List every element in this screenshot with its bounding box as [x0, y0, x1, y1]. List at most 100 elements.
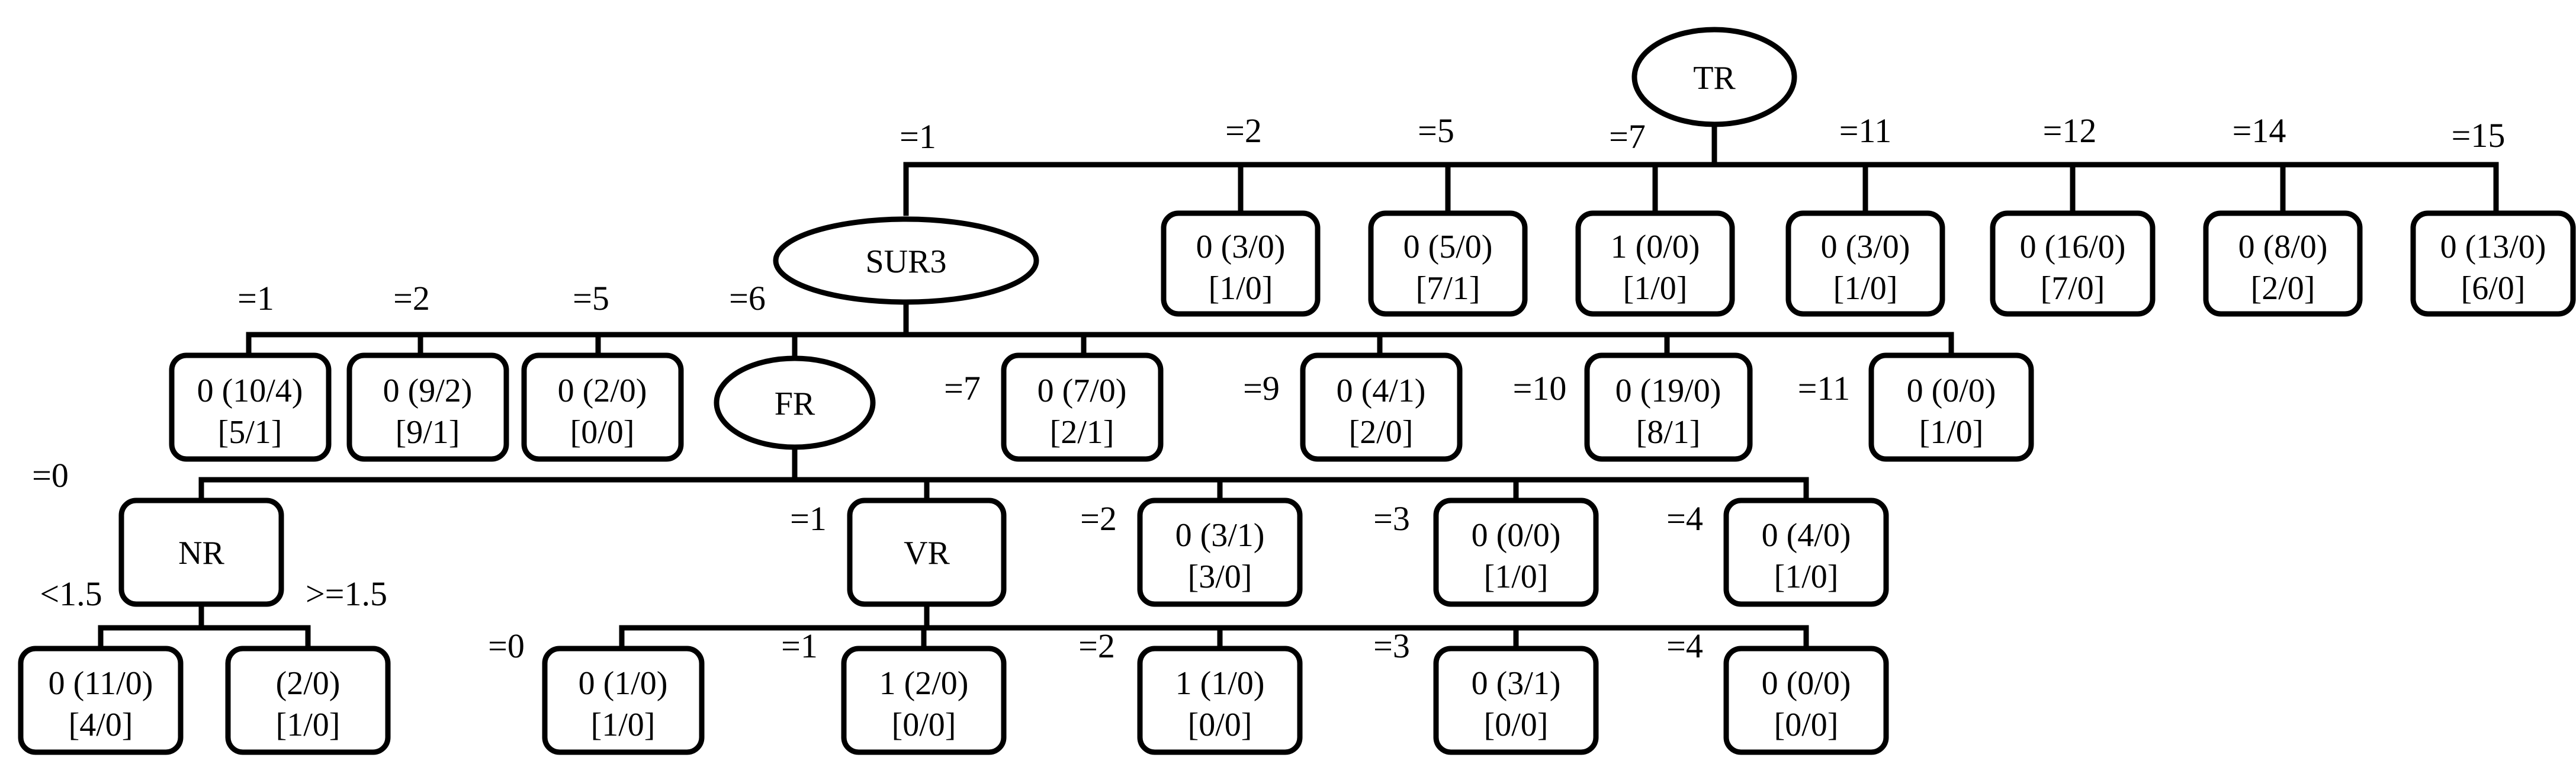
leaf-counts: 0 (3/1) [1175, 517, 1265, 554]
split-label-sur3: SUR3 [866, 243, 947, 280]
leaf-test-counts: [3/0] [1188, 559, 1252, 595]
leaf-counts: 0 (7/0) [1038, 373, 1127, 409]
leaf-sur3-10: 0 (19/0) [8/1] [1584, 352, 1753, 462]
edge-label-nr-ge: >=1.5 [306, 575, 387, 613]
leaf-test-counts: [1/0] [1833, 270, 1898, 307]
leaf-counts: 0 (1/0) [579, 665, 668, 702]
edge-label-tr-11: =11 [1839, 111, 1892, 150]
edge-label-fr-1: =1 [790, 499, 827, 538]
edge-labels: =1 =2 =5 =7 =11 =12 =14 =15 =1 =2 =5 =6 … [32, 111, 2505, 665]
leaf-counts: 0 (16/0) [2020, 229, 2126, 265]
edge-label-sur3-6: =6 [729, 279, 766, 317]
leaf-sur3-7: 0 (7/0) [2/1] [1001, 352, 1164, 462]
leaf-test-counts: [1/0] [1484, 559, 1549, 595]
leaf-test-counts: [0/0] [1774, 707, 1839, 743]
leaf-test-counts: [5/1] [218, 414, 282, 451]
leaf-test-counts: [1/0] [1919, 414, 1984, 451]
edge-label-sur3-7: =7 [944, 369, 981, 407]
leaf-vr-1: 1 (2/0) [0/0] [841, 646, 1007, 755]
edge-label-fr-2: =2 [1080, 499, 1117, 538]
leaf-test-counts: [1/0] [591, 707, 656, 743]
split-node-nr: NR [118, 498, 284, 607]
leaf-test-counts: [0/0] [892, 707, 956, 743]
leaf-counts: 0 (0/0) [1907, 373, 1996, 409]
leaf-counts: 0 (4/0) [1762, 517, 1851, 554]
leaf-tr-7: 1 (0/0) [1/0] [1575, 210, 1735, 317]
split-node-tr: TR [1631, 27, 1797, 127]
leaf-counts: 0 (3/1) [1472, 665, 1561, 702]
edge-label-fr-4: =4 [1666, 499, 1703, 538]
leaf-test-counts: [0/0] [1188, 707, 1252, 743]
leaf-counts: 0 (13/0) [2440, 229, 2546, 265]
leaf-fr-2: 0 (3/1) [3/0] [1137, 498, 1303, 607]
leaf-counts: (2/0) [276, 665, 341, 702]
leaf-test-counts: [2/0] [1349, 414, 1414, 451]
leaf-test-counts: [1/0] [1774, 559, 1839, 595]
edge-label-tr-1: =1 [900, 117, 936, 156]
edge-label-sur3-1: =1 [237, 279, 274, 317]
edge-label-sur3-5: =5 [573, 279, 609, 317]
leaf-fr-4: 0 (4/0) [1/0] [1723, 498, 1889, 607]
edge-label-vr-0: =0 [488, 627, 525, 665]
leaf-test-counts: [0/0] [570, 414, 635, 451]
split-node-vr: VR [847, 498, 1007, 607]
edge-label-vr-1: =1 [781, 627, 818, 665]
tree-edges [98, 121, 2499, 652]
leaf-counts: 1 (2/0) [879, 665, 969, 702]
leaf-counts: 0 (4/1) [1337, 373, 1426, 409]
leaf-counts: 0 (3/0) [1196, 229, 1286, 265]
leaf-counts: 0 (11/0) [49, 665, 153, 702]
leaf-vr-0: 0 (1/0) [1/0] [542, 646, 705, 755]
split-node-sur3: SUR3 [773, 216, 1039, 305]
edge-label-tr-15: =15 [2452, 116, 2506, 155]
leaf-tr-11: 0 (3/0) [1/0] [1785, 210, 1945, 317]
leaf-fr-3: 0 (0/0) [1/0] [1433, 498, 1599, 607]
leaf-counts: 0 (5/0) [1403, 229, 1493, 265]
leaf-test-counts: [1/0] [1623, 270, 1688, 307]
leaf-counts: 0 (19/0) [1615, 373, 1721, 409]
leaf-test-counts: [1/0] [276, 707, 341, 743]
edge-label-tr-14: =14 [2233, 111, 2286, 150]
leaf-counts: 0 (10/4) [197, 373, 303, 409]
edge-label-fr-3: =3 [1373, 499, 1410, 538]
leaf-test-counts: [2/0] [2251, 270, 2315, 307]
leaf-nr-lt: 0 (11/0) [4/0] [18, 646, 184, 755]
edge-label-tr-12: =12 [2043, 111, 2097, 150]
leaf-tr-14: 0 (8/0) [2/0] [2203, 210, 2363, 317]
leaf-sur3-11: 0 (0/0) [1/0] [1868, 352, 2034, 462]
leaf-test-counts: [8/1] [1636, 414, 1701, 451]
leaf-tr-15: 0 (13/0) [6/0] [2410, 210, 2576, 317]
edge-label-sur3-2: =2 [393, 279, 430, 317]
leaf-tr-5: 0 (5/0) [7/1] [1368, 210, 1528, 317]
edge-label-sur3-11: =11 [1798, 369, 1851, 407]
leaf-test-counts: [9/1] [396, 414, 460, 451]
leaf-tr-2: 0 (3/0) [1/0] [1161, 210, 1321, 317]
leaf-test-counts: [0/0] [1484, 707, 1549, 743]
leaf-sur3-9: 0 (4/1) [2/0] [1300, 352, 1463, 462]
leaf-counts: 1 (1/0) [1175, 665, 1265, 702]
split-label-nr: NR [178, 535, 224, 572]
leaf-vr-2: 1 (1/0) [0/0] [1137, 646, 1303, 755]
leaf-counts: 1 (0/0) [1611, 229, 1700, 265]
leaf-test-counts: [7/0] [2041, 270, 2105, 307]
leaf-counts: 0 (0/0) [1762, 665, 1851, 702]
edge-label-tr-7: =7 [1609, 117, 1646, 156]
edge-label-tr-2: =2 [1225, 111, 1262, 150]
split-label-fr: FR [775, 386, 815, 422]
leaf-test-counts: [4/0] [69, 707, 133, 743]
split-node-fr: FR [714, 355, 876, 450]
edge-label-vr-4: =4 [1666, 627, 1703, 665]
edge-label-tr-5: =5 [1418, 111, 1454, 150]
leaf-sur3-5: 0 (2/0) [0/0] [521, 352, 684, 462]
leaf-counts: 0 (8/0) [2238, 229, 2328, 265]
leaf-tr-12: 0 (16/0) [7/0] [1990, 210, 2156, 317]
leaf-test-counts: [1/0] [1209, 270, 1273, 307]
split-label-vr: VR [904, 535, 950, 572]
leaf-counts: 0 (3/0) [1821, 229, 1910, 265]
leaf-sur3-2: 0 (9/2) [9/1] [346, 352, 509, 462]
leaf-test-counts: [2/1] [1050, 414, 1114, 451]
edge-label-sur3-10: =10 [1513, 369, 1567, 407]
leaf-counts: 0 (0/0) [1472, 517, 1561, 554]
edge-label-vr-3: =3 [1373, 627, 1410, 665]
